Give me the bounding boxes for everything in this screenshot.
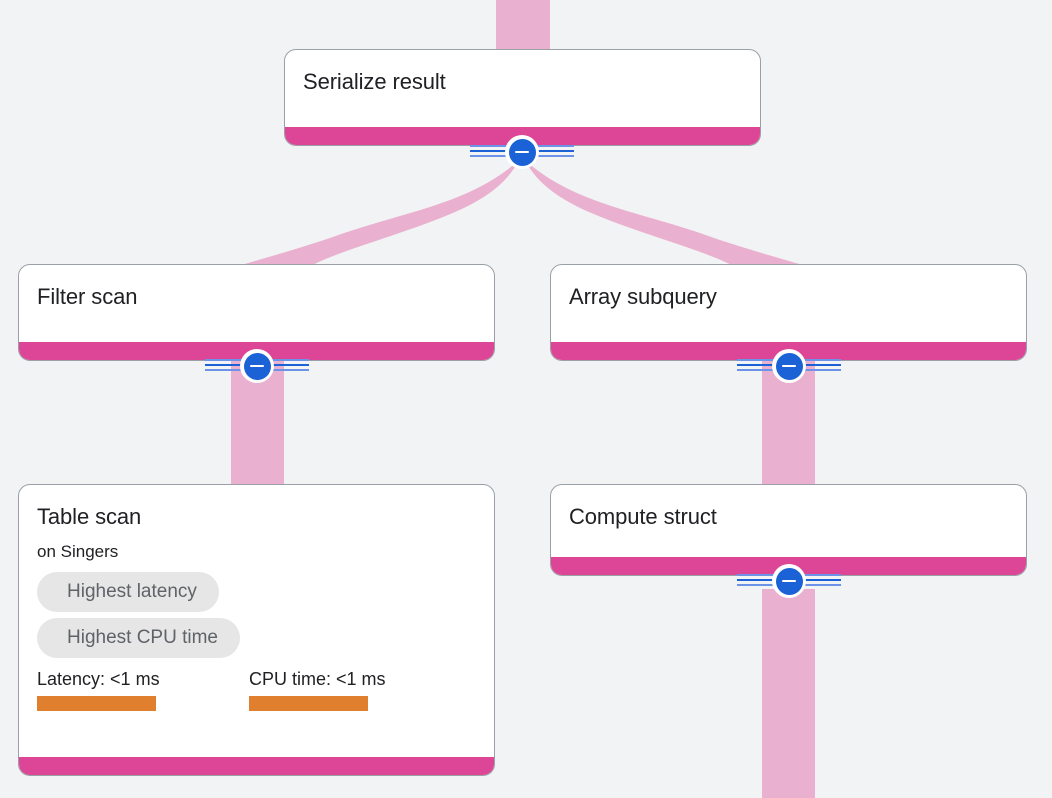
minus-circle-icon[interactable] [240,349,274,383]
collapse-toggle-compute-struct[interactable] [737,564,841,598]
minus-circle-icon[interactable] [772,564,806,598]
edge-serialize-to-filter [232,160,519,272]
node-array-subquery[interactable]: Array subquery [550,264,1027,361]
minus-glyph [515,150,529,154]
node-title: Table scan [37,504,142,529]
node-serialize-result[interactable]: Serialize result [284,49,761,146]
node-subtitle: on Singers [37,542,119,561]
collapse-toggle-serialize-result[interactable] [470,135,574,169]
node-filter-scan[interactable]: Filter scan [18,264,495,361]
chip-highest-cpu-time[interactable]: Highest CPU time [37,618,240,658]
node-body: Table scan on Singers Highest latency Hi… [19,485,494,757]
node-body: Compute struct [551,485,1026,557]
metric-cpu-time-bar-fill [249,696,368,711]
toggle-knob-inner [775,352,803,380]
minus-circle-icon[interactable] [772,349,806,383]
metric-cpu-time-bar-track [249,696,461,711]
node-body: Serialize result [285,50,760,127]
toggle-knob-inner [508,138,536,166]
minus-glyph [782,579,796,583]
node-title: Serialize result [303,69,446,94]
node-title: Compute struct [569,504,717,529]
minus-glyph [782,364,796,368]
toggle-knob-inner [775,567,803,595]
metric-latency-bar-track [37,696,249,711]
node-body: Array subquery [551,265,1026,342]
node-chip-list: Highest latency Highest CPU time [37,572,476,658]
node-compute-struct[interactable]: Compute struct [550,484,1027,576]
node-title: Array subquery [569,284,717,309]
edge-incoming-root [496,0,550,50]
metric-cpu-time-label: CPU time: <1 ms [249,669,386,689]
metric-latency-bar-fill [37,696,156,711]
collapse-toggle-filter-scan[interactable] [205,349,309,383]
toggle-knob-inner [243,352,271,380]
minus-glyph [250,364,264,368]
edge-serialize-to-array [525,160,812,272]
chip-highest-latency[interactable]: Highest latency [37,572,219,612]
node-table-scan[interactable]: Table scan on Singers Highest latency Hi… [18,484,495,776]
node-title: Filter scan [37,284,138,309]
node-body: Filter scan [19,265,494,342]
metric-cpu-time: CPU time: <1 ms [249,668,461,711]
node-metrics: Latency: <1 ms CPU time: <1 ms [37,668,476,711]
edge-compute-to-child [762,589,815,798]
metric-latency: Latency: <1 ms [37,668,249,711]
metric-latency-label: Latency: <1 ms [37,669,160,689]
node-accent-bar [19,757,494,775]
minus-circle-icon[interactable] [505,135,539,169]
collapse-toggle-array-subquery[interactable] [737,349,841,383]
